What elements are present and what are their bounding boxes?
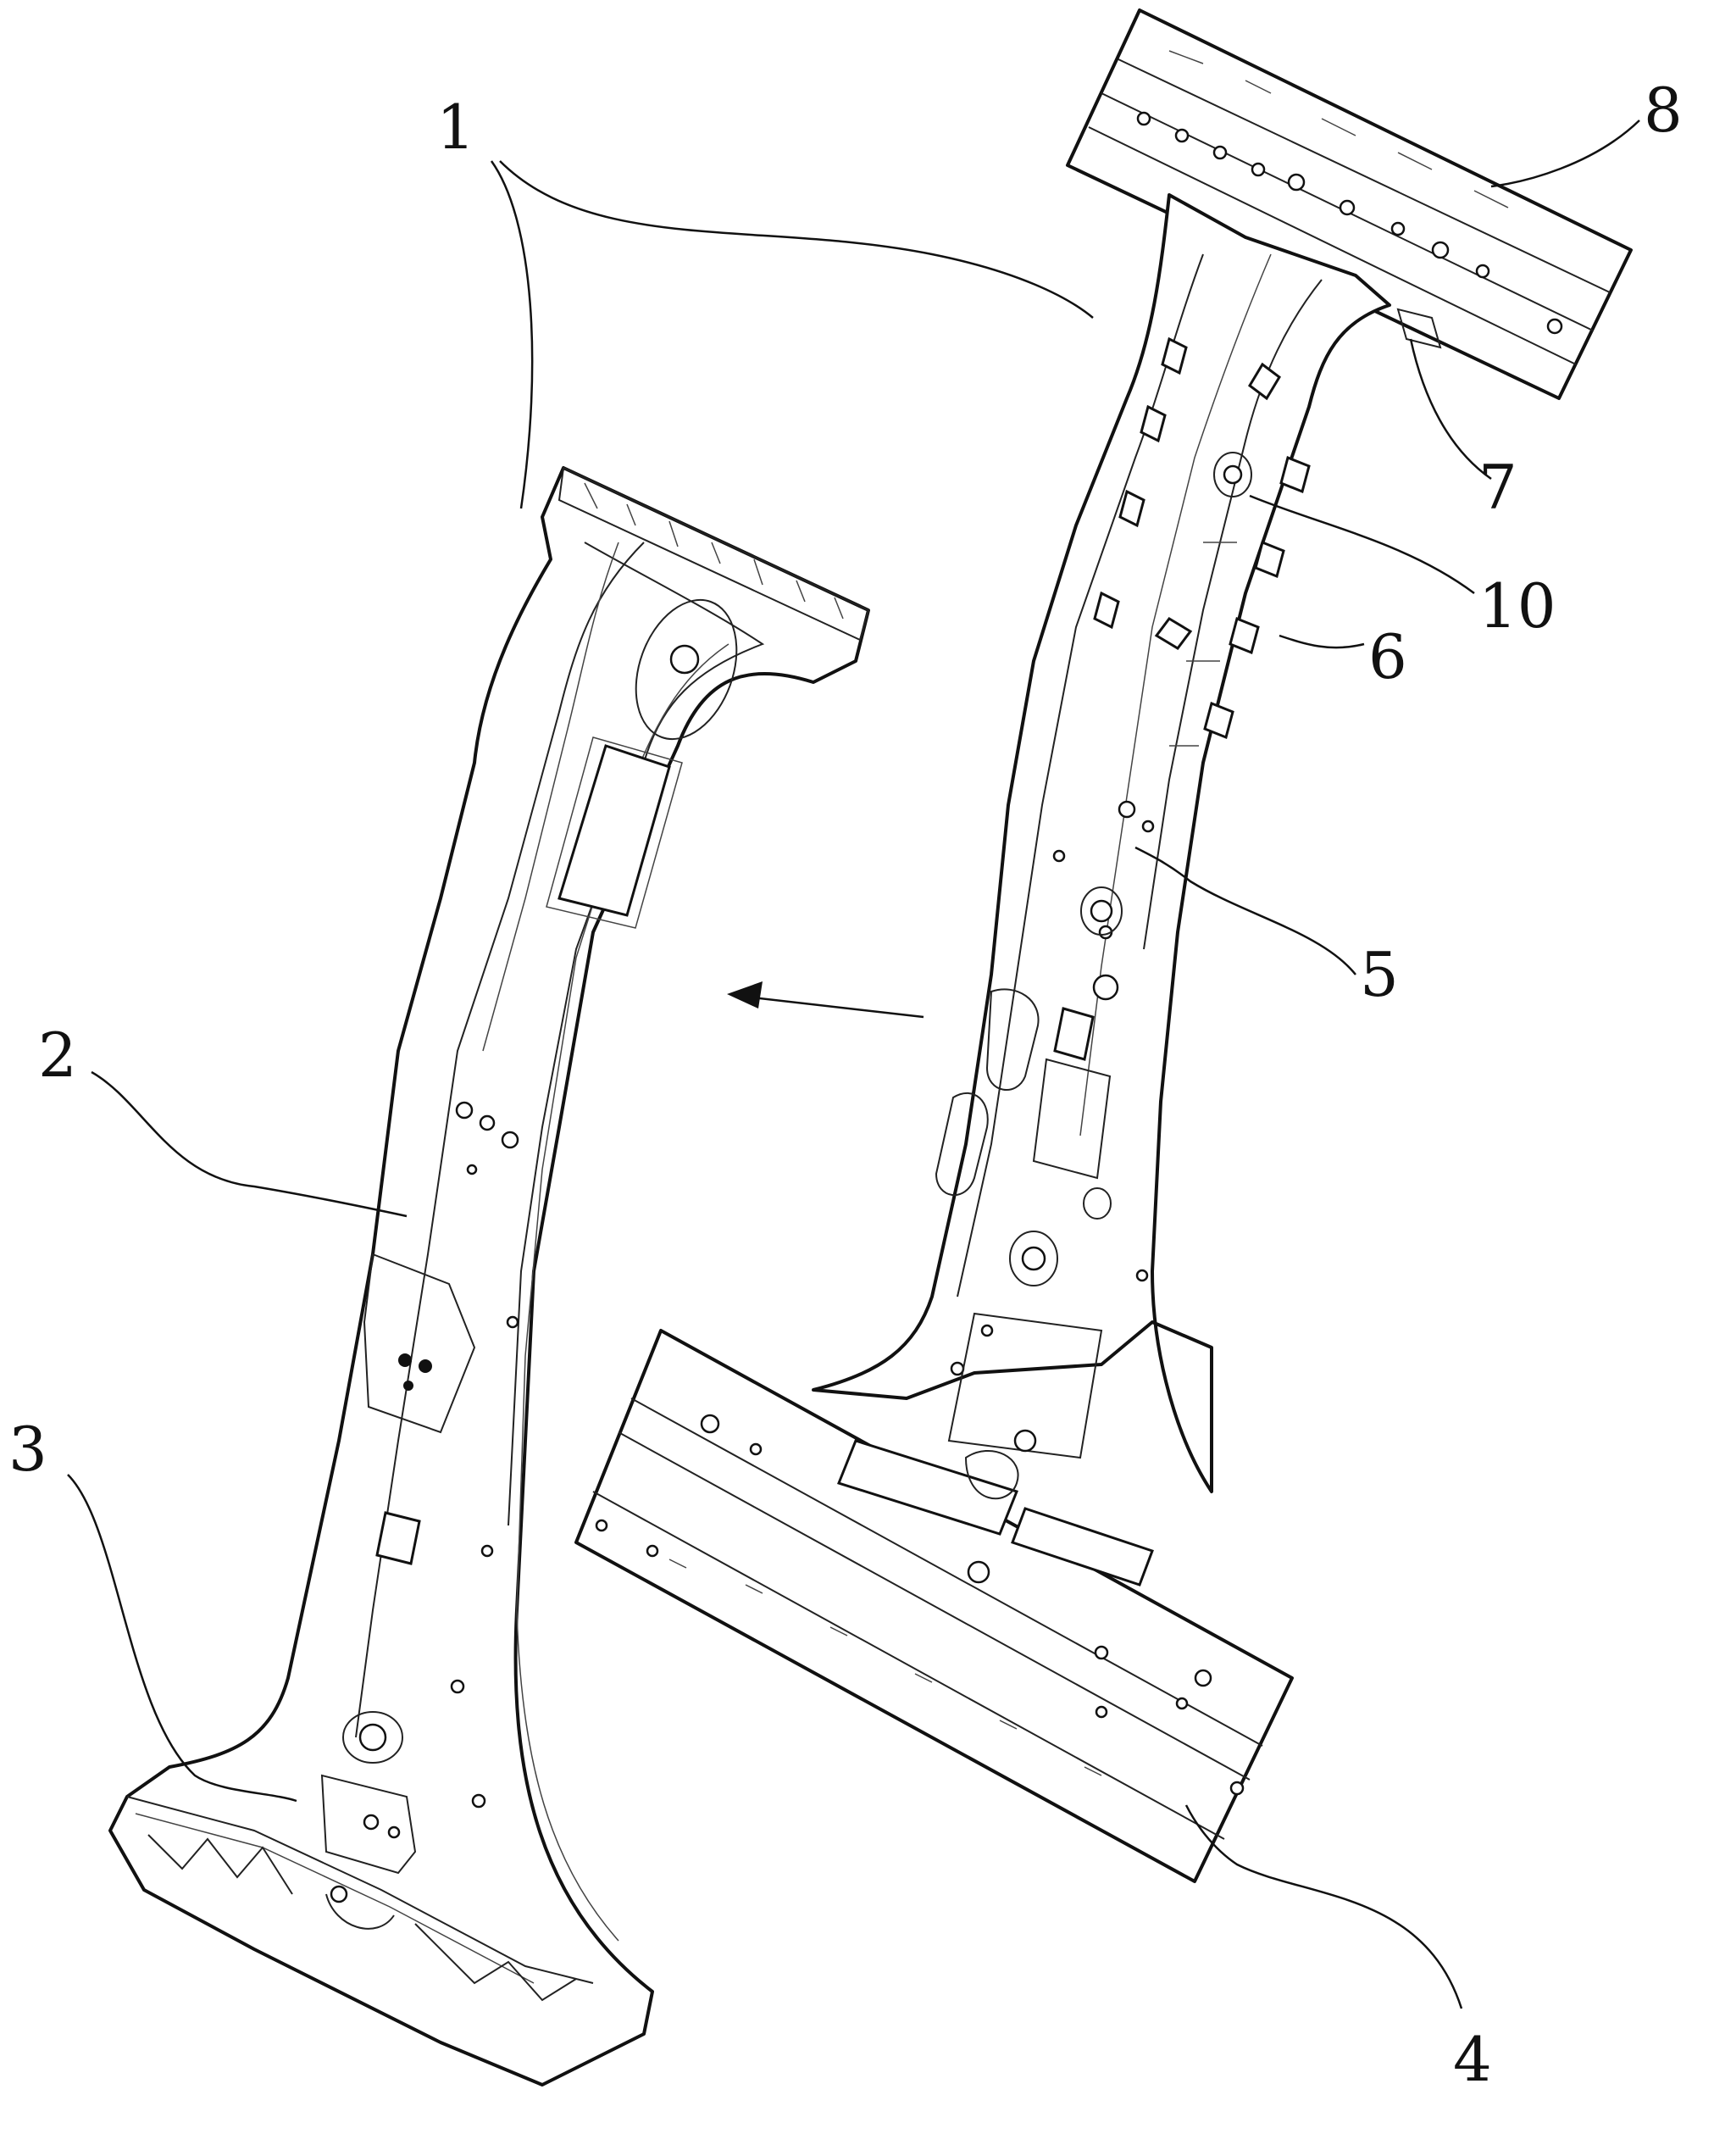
callout-7: 7 bbox=[1478, 452, 1517, 523]
callout-2: 2 bbox=[38, 1020, 77, 1091]
inner-pillar-assembly bbox=[574, 8, 1633, 1883]
callout-10: 10 bbox=[1478, 570, 1556, 642]
leader-7 bbox=[1409, 338, 1492, 481]
leader-4 bbox=[1184, 1804, 1463, 2009]
callout-5: 5 bbox=[1360, 939, 1399, 1010]
assembly-direction-arrow bbox=[727, 981, 924, 1019]
leader-1-b bbox=[499, 160, 1094, 319]
callout-6: 6 bbox=[1368, 621, 1407, 692]
callout-labels: 1 2 3 4 5 6 7 8 10 bbox=[8, 75, 1683, 2095]
callout-3: 3 bbox=[8, 1414, 47, 1485]
leader-8 bbox=[1490, 119, 1640, 188]
leader-5 bbox=[1134, 846, 1356, 975]
leader-lines bbox=[67, 119, 1640, 2009]
outer-pillar-panel bbox=[108, 466, 870, 2087]
leader-1-a bbox=[490, 160, 534, 509]
leader-2 bbox=[91, 1070, 408, 1218]
callout-4: 4 bbox=[1453, 2024, 1492, 2095]
callout-8: 8 bbox=[1644, 75, 1683, 146]
leader-6 bbox=[1279, 634, 1365, 649]
callout-1: 1 bbox=[436, 92, 475, 163]
leader-10 bbox=[1249, 494, 1475, 595]
leader-3 bbox=[67, 1474, 297, 1803]
